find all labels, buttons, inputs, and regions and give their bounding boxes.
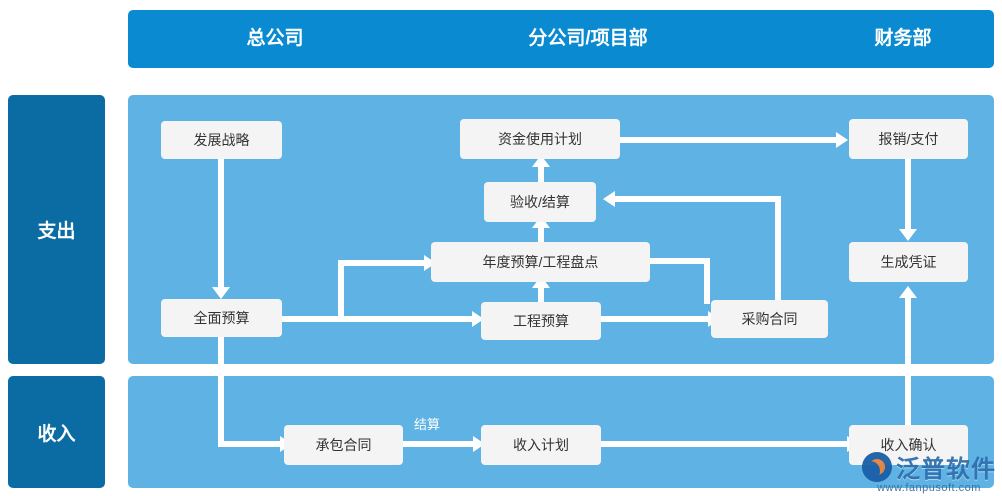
header-bar: 总公司 分公司/项目部 财务部 bbox=[128, 10, 994, 68]
arrowhead-procurement-to-acceptance bbox=[603, 191, 615, 207]
connector-strategy-to-overall-budget bbox=[218, 159, 224, 289]
connector-overall-budget-to-contract-vertical bbox=[218, 337, 224, 443]
connector-procurement-to-acceptance-horizontal bbox=[615, 196, 781, 202]
connector-annual-to-acceptance bbox=[538, 222, 544, 242]
node-overall-budget[interactable]: 全面预算 bbox=[161, 299, 282, 337]
node-development-strategy[interactable]: 发展战略 bbox=[161, 121, 282, 159]
connector-overall-budget-to-contract-horizontal bbox=[218, 441, 284, 447]
connector-fund-plan-to-reimbursement bbox=[620, 137, 838, 143]
connector-overall-to-project-budget bbox=[282, 316, 474, 322]
node-project-budget[interactable]: 工程预算 bbox=[481, 302, 601, 340]
header-column-branch-project: 分公司/项目部 bbox=[528, 28, 648, 49]
connector-project-to-annual bbox=[538, 282, 544, 302]
connector-reimbursement-to-voucher bbox=[905, 159, 911, 231]
node-income-plan[interactable]: 收入计划 bbox=[481, 425, 601, 465]
header-column-finance: 财务部 bbox=[874, 28, 932, 49]
row-label-expense: 支出 bbox=[8, 95, 105, 364]
connector-procurement-to-acceptance-vertical bbox=[775, 196, 781, 300]
header-column-head-office: 总公司 bbox=[246, 28, 304, 49]
node-fund-usage-plan[interactable]: 资金使用计划 bbox=[460, 119, 620, 159]
connector-annual-to-procurement-vertical bbox=[704, 258, 710, 304]
node-procurement-contract[interactable]: 采购合同 bbox=[711, 300, 828, 338]
node-reimbursement-payment[interactable]: 报销/支付 bbox=[849, 119, 968, 159]
connector-income-confirm-to-voucher bbox=[905, 291, 911, 425]
edge-label-settlement: 结算 bbox=[414, 417, 441, 432]
connector-annual-to-procurement-horizontal bbox=[650, 258, 710, 264]
arrowhead-fund-plan-to-reimbursement bbox=[836, 132, 848, 148]
arrowhead-strategy-to-overall-budget bbox=[212, 287, 230, 299]
connector-overall-to-annual-horizontal bbox=[338, 260, 428, 266]
connector-overall-to-annual-vertical bbox=[338, 260, 344, 319]
node-contracting-contract[interactable]: 承包合同 bbox=[284, 425, 403, 465]
connector-contract-to-income-plan bbox=[403, 441, 475, 447]
row-label-income: 收入 bbox=[8, 376, 105, 488]
connector-income-plan-to-confirmation bbox=[601, 441, 849, 447]
arrowhead-reimbursement-to-voucher bbox=[899, 229, 917, 241]
arrowhead-income-confirm-to-voucher bbox=[899, 286, 917, 298]
connector-project-budget-to-procurement bbox=[601, 316, 711, 322]
node-generate-voucher[interactable]: 生成凭证 bbox=[849, 242, 968, 282]
node-acceptance-settlement[interactable]: 验收/结算 bbox=[484, 182, 596, 222]
connector-acceptance-to-fund-plan bbox=[538, 160, 544, 182]
node-annual-budget-inventory[interactable]: 年度预算/工程盘点 bbox=[431, 242, 650, 282]
node-income-confirmation[interactable]: 收入确认 bbox=[849, 425, 968, 465]
